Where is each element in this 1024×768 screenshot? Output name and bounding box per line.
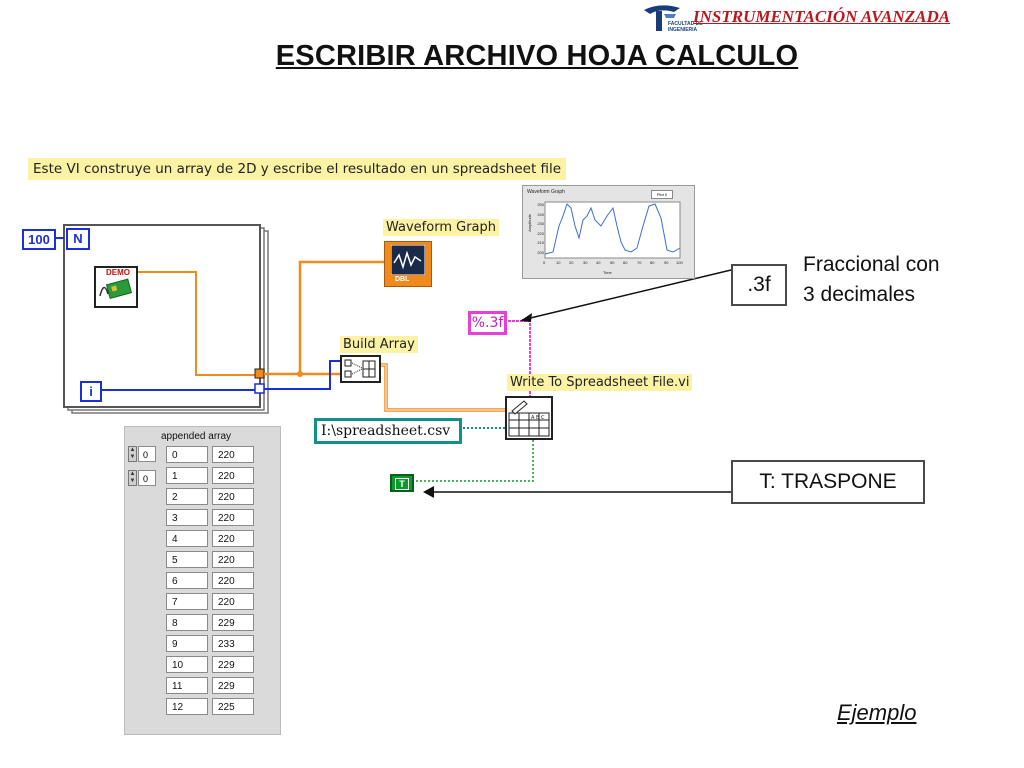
waveform-graph-label: Waveform Graph xyxy=(383,219,499,236)
graph-legend: Plot 0 xyxy=(651,190,673,199)
array-cell-col-0[interactable]: 11 xyxy=(166,677,208,694)
row-index-spinner[interactable]: ▲▼ xyxy=(128,446,137,462)
transpose-arrow xyxy=(423,486,731,498)
array-cell-col-1[interactable]: 220 xyxy=(212,467,254,484)
loop-count-constant[interactable]: 100 xyxy=(22,229,56,250)
course-brand: INSTRUMENTACIÓN AVANZADA xyxy=(693,7,951,26)
array-cell-col-0[interactable]: 0 xyxy=(166,446,208,463)
waveform-graph-terminal[interactable]: DBL xyxy=(384,241,432,287)
faculty-caption-line-2: INGENIERIA xyxy=(668,27,698,33)
transpose-wire xyxy=(412,438,534,482)
array-cell-col-1[interactable]: 220 xyxy=(212,509,254,526)
iteration-terminal[interactable]: i xyxy=(80,381,102,402)
for-loop-structure xyxy=(63,224,269,414)
array-cell-col-1[interactable]: 220 xyxy=(212,530,254,547)
graph-plot xyxy=(544,201,681,259)
build-array-label: Build Array xyxy=(340,336,418,353)
array-input-wire-2 xyxy=(264,360,340,390)
file-path-constant[interactable]: I:\spreadsheet.csv xyxy=(314,418,462,444)
example-label: Ejemplo xyxy=(837,700,917,725)
wire-junction xyxy=(297,371,303,377)
demo-acquire-vi[interactable]: DEMO xyxy=(94,266,138,308)
signal-wire xyxy=(133,271,255,376)
array-cell-col-1[interactable]: 229 xyxy=(212,677,254,694)
array-cell-col-0[interactable]: 3 xyxy=(166,509,208,526)
format-note: Fraccional con 3 decimales xyxy=(803,250,940,310)
waveform-graph-panel: Waveform Graph Plot 0 Amplitude Time 250… xyxy=(522,185,695,279)
array-cell-col-1[interactable]: 220 xyxy=(212,446,254,463)
build-array-icon xyxy=(344,359,376,378)
array-cell-col-1[interactable]: 220 xyxy=(212,593,254,610)
col-index-spinner[interactable]: ▲▼ xyxy=(128,470,137,486)
array-cell-col-0[interactable]: 2 xyxy=(166,488,208,505)
graph-wire xyxy=(264,260,385,376)
format-note-line-1: Fraccional con xyxy=(803,253,940,276)
graph-y-ticks: 250 240 230 220 210 200 xyxy=(537,202,544,255)
array-cell-col-1[interactable]: 225 xyxy=(212,698,254,715)
page-title: ESCRIBIR ARCHIVO HOJA CALCULO xyxy=(275,40,799,72)
array-label: appended array xyxy=(161,431,232,442)
graph-icon xyxy=(391,245,425,275)
array-cell-col-0[interactable]: 4 xyxy=(166,530,208,547)
vi-description: Este VI construye un array de 2D y escri… xyxy=(28,158,567,180)
array-cell-col-1[interactable]: 229 xyxy=(212,614,254,631)
array-cell-col-0[interactable]: 6 xyxy=(166,572,208,589)
demo-label: DEMO xyxy=(106,268,130,277)
spreadsheet-file-icon: A B C xyxy=(508,400,550,437)
format-string-constant[interactable]: %.3f xyxy=(468,311,507,335)
faculty-caption-line-1: FACULTAD DE xyxy=(668,21,703,27)
array-cell-col-1[interactable]: 220 xyxy=(212,572,254,589)
array-cell-col-1[interactable]: 229 xyxy=(212,656,254,673)
daq-board-icon xyxy=(99,278,133,299)
faculty-caption: FACULTAD DE INGENIERIA xyxy=(668,21,703,33)
build-array-node[interactable] xyxy=(340,355,381,383)
array-cell-col-1[interactable]: 233 xyxy=(212,635,254,652)
graph-panel-title: Waveform Graph xyxy=(527,189,565,195)
2d-array-wire xyxy=(379,363,505,412)
array-cell-col-0[interactable]: 12 xyxy=(166,698,208,715)
format-note-line-2: 3 decimales xyxy=(803,283,916,306)
col-index-value[interactable]: 0 xyxy=(138,470,156,486)
array-cell-col-0[interactable]: 1 xyxy=(166,467,208,484)
array-cell-col-0[interactable]: 7 xyxy=(166,593,208,610)
array-cell-col-1[interactable]: 220 xyxy=(212,551,254,568)
format-arrow xyxy=(520,269,732,322)
svg-text:A B C: A B C xyxy=(531,415,545,421)
int-tunnel xyxy=(254,383,265,394)
graph-x-ticks: 0 10 20 30 40 50 60 70 80 90 100 xyxy=(543,260,683,265)
format-callout: .3f xyxy=(731,264,787,306)
array-cell-col-0[interactable]: 9 xyxy=(166,635,208,652)
transpose-callout: T: TRASPONE xyxy=(731,460,925,504)
count-terminal[interactable]: N xyxy=(66,228,90,250)
header-logo-area xyxy=(640,2,1020,32)
faculty-logo-icon xyxy=(644,5,680,31)
graph-type-label: DBL xyxy=(395,276,410,283)
transpose-constant[interactable]: T xyxy=(390,474,414,492)
array-cell-col-1[interactable]: 220 xyxy=(212,488,254,505)
dbl-tunnel xyxy=(254,368,265,379)
write-spreadsheet-label: Write To Spreadsheet File.vi xyxy=(507,374,693,391)
array-cell-col-0[interactable]: 10 xyxy=(166,656,208,673)
graph-x-label: Time xyxy=(603,270,612,275)
array-cell-col-0[interactable]: 8 xyxy=(166,614,208,631)
array-cell-col-0[interactable]: 5 xyxy=(166,551,208,568)
write-spreadsheet-vi[interactable]: A B C xyxy=(505,396,553,440)
row-index-value[interactable]: 0 xyxy=(138,446,156,462)
